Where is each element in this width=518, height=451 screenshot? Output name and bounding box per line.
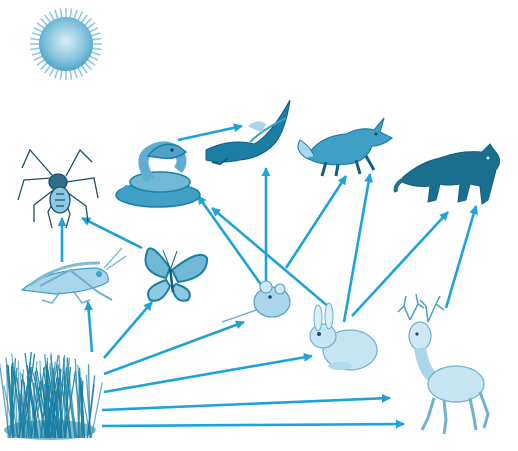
arrow-grass-to-deer-lower bbox=[102, 424, 404, 426]
fox-icon bbox=[298, 118, 392, 176]
rabbit-icon bbox=[310, 303, 377, 370]
arrow-butterfly-to-spider bbox=[82, 218, 142, 248]
butterfly-icon bbox=[146, 248, 208, 300]
puma-icon bbox=[396, 144, 500, 204]
mouse-icon bbox=[222, 281, 290, 322]
arrow-snake-to-eagle bbox=[178, 126, 242, 140]
arrow-grass-to-mouse bbox=[104, 322, 244, 374]
sun-icon bbox=[30, 8, 102, 80]
spider-icon bbox=[18, 150, 98, 228]
arrow-rabbit-to-puma bbox=[352, 212, 448, 316]
grass-icon bbox=[0, 352, 102, 440]
deer-icon bbox=[398, 294, 488, 434]
arrow-grass-to-deer bbox=[102, 398, 390, 410]
arrow-grass-to-butterfly bbox=[104, 302, 152, 358]
grasshopper-icon bbox=[22, 248, 126, 303]
arrow-mouse-to-fox bbox=[286, 176, 346, 268]
arrow-grass-to-grasshopper bbox=[88, 302, 92, 352]
arrow-deer-to-puma bbox=[446, 206, 476, 308]
snake-icon bbox=[116, 144, 200, 207]
